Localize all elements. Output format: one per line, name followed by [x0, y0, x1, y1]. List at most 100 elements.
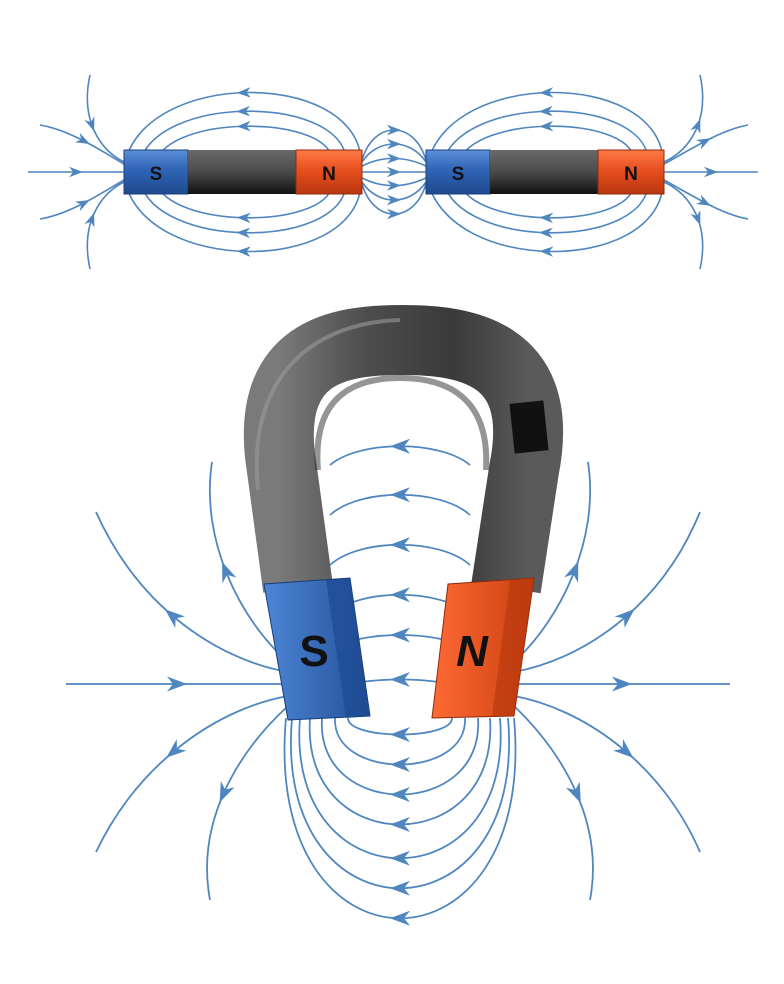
- field-arrow-icon: [539, 246, 554, 257]
- field-arrow-icon: [538, 105, 553, 117]
- field-arrow-icon: [690, 118, 701, 134]
- field-line: [663, 124, 749, 165]
- field-arrow-icon: [84, 116, 95, 132]
- bar-magnet-south-label: S: [452, 164, 465, 185]
- field-arrow-icon: [696, 138, 711, 150]
- field-arrow-icon: [167, 676, 187, 692]
- horseshoe-south-label: S: [299, 627, 328, 676]
- field-arrow-icon: [390, 672, 410, 687]
- field-line: [442, 181, 649, 234]
- field-arrow-icon: [390, 627, 410, 643]
- bar-magnet-2: S N: [425, 149, 665, 195]
- field-arrow-icon: [539, 212, 554, 224]
- field-line: [427, 91, 664, 163]
- horseshoe-body: [243, 305, 564, 594]
- field-line: [513, 695, 701, 853]
- horseshoe-north-pole-side: [492, 578, 534, 716]
- bar-field-arrows: [69, 87, 718, 257]
- field-arrow-icon: [389, 537, 410, 553]
- field-line: [95, 511, 289, 673]
- field-arrow-icon: [389, 817, 410, 832]
- field-arrow-icon: [386, 180, 401, 191]
- field-arrow-icon: [387, 208, 401, 220]
- bar-magnet-body: [188, 150, 296, 194]
- field-arrow-icon: [390, 850, 410, 866]
- field-line: [298, 717, 502, 859]
- field-line: [427, 181, 664, 253]
- field-arrow-icon: [704, 166, 718, 178]
- field-arrow-icon: [539, 87, 554, 98]
- field-line: [139, 181, 347, 234]
- field-line: [39, 179, 125, 220]
- field-arrow-icon: [389, 910, 410, 926]
- field-arrow-icon: [219, 781, 235, 803]
- field-arrow-icon: [690, 210, 701, 226]
- field-arrow-icon: [390, 727, 410, 742]
- field-arrow-icon: [390, 787, 411, 802]
- field-line: [206, 705, 289, 901]
- field-arrow-icon: [538, 227, 553, 239]
- bar-magnet-north-pole: [295, 149, 363, 195]
- field-arrow-icon: [236, 105, 251, 117]
- horseshoe-highlight: [254, 318, 401, 491]
- field-arrow-icon: [166, 739, 187, 758]
- field-line: [513, 461, 592, 663]
- horseshoe-north-label: N: [456, 627, 489, 676]
- field-arrow-icon: [387, 124, 401, 136]
- field-arrow-icon: [164, 609, 185, 628]
- field-arrow-icon: [387, 166, 401, 178]
- field-arrow-icon: [236, 246, 251, 257]
- field-line: [86, 74, 125, 163]
- field-line: [39, 124, 125, 165]
- bar-magnet-south-label: S: [150, 164, 163, 185]
- field-arrow-icon: [614, 609, 635, 628]
- field-line: [321, 717, 479, 796]
- field-arrow-icon: [539, 120, 554, 132]
- field-arrow-icon: [390, 757, 410, 772]
- field-line: [513, 511, 701, 673]
- field-arrow-icon: [74, 132, 90, 145]
- field-arrow-icon: [236, 120, 251, 132]
- field-arrow-icon: [387, 194, 401, 206]
- field-arrow-icon: [389, 880, 410, 896]
- field-arrow-icon: [389, 587, 410, 603]
- field-line: [442, 110, 649, 163]
- field-arrow-icon: [386, 153, 401, 164]
- field-line: [95, 695, 289, 853]
- field-arrow-icon: [74, 199, 90, 212]
- field-line: [86, 181, 125, 270]
- field-line: [513, 705, 594, 901]
- bar-magnet-north-label: N: [624, 164, 638, 185]
- bar-magnet-1: S N: [123, 149, 363, 195]
- field-arrow-icon: [565, 781, 581, 803]
- field-arrow-icon: [613, 739, 634, 758]
- field-arrow-icon: [236, 227, 251, 239]
- bar-magnet-north-label: N: [322, 164, 336, 185]
- field-line: [334, 717, 466, 766]
- bar-magnet-north-pole: [597, 149, 665, 195]
- field-arrow-icon: [69, 166, 83, 178]
- field-line: [663, 74, 704, 163]
- field-arrow-icon: [390, 438, 411, 454]
- field-line: [208, 461, 289, 663]
- field-line: [139, 110, 347, 163]
- horseshoe-inner-shade: [314, 374, 490, 471]
- field-arrow-icon: [387, 138, 401, 150]
- field-arrow-icon: [236, 87, 251, 98]
- field-arrow-icon: [612, 676, 632, 692]
- field-line: [124, 91, 362, 163]
- bar-magnet-body: [490, 150, 598, 194]
- field-line: [663, 181, 704, 270]
- field-arrow-icon: [696, 194, 711, 206]
- field-arrow-icon: [564, 561, 579, 583]
- field-line: [458, 125, 635, 163]
- field-arrow-icon: [390, 487, 410, 503]
- field-arrow-icon: [84, 212, 95, 228]
- horseshoe-field-arrows: [164, 438, 635, 926]
- horseshoe-magnet: S N: [243, 305, 564, 721]
- horseshoe-notch: [509, 400, 549, 454]
- field-line: [124, 181, 362, 253]
- field-line: [663, 179, 749, 220]
